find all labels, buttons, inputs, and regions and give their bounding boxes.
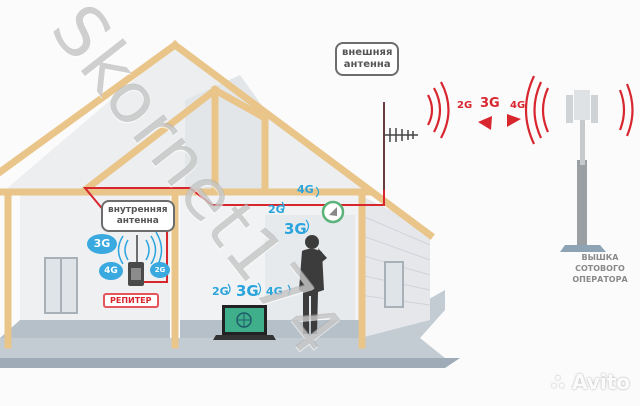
external-antenna-callout: внешняя антенна xyxy=(335,42,400,76)
cloud-3g: 3G xyxy=(87,234,117,254)
phone-signal-2g: 2G xyxy=(268,203,285,216)
yagi-antenna xyxy=(383,102,418,190)
roof-frame xyxy=(0,40,435,349)
laptop xyxy=(213,305,276,340)
internal-antenna-callout: внутренняя антенна xyxy=(101,200,175,232)
avito-logo: ∴ Avito xyxy=(551,370,630,394)
outdoor-signal-4g: 4G xyxy=(510,100,526,111)
outdoor-waves xyxy=(427,75,634,145)
internal-antenna-label-line1: внутренняя xyxy=(108,205,168,215)
tower-caption: ВЫШКА СОТОВОГО ОПЕРАТОРА xyxy=(572,253,628,284)
external-antenna-label-line1: внешняя xyxy=(342,47,393,58)
person-silhouette xyxy=(299,235,327,334)
avito-dots-icon: ∴ xyxy=(551,370,566,394)
side-window xyxy=(384,261,404,308)
outdoor-signal-3g: 3G xyxy=(480,96,500,111)
cell-tower xyxy=(560,90,606,252)
outdoor-signal-2g: 2G xyxy=(457,100,473,111)
laptop-signal-3g: 3G xyxy=(236,282,259,300)
internal-antenna-label-line2: антенна xyxy=(116,216,159,226)
laptop-signal-2g: 2G xyxy=(212,285,229,298)
external-antenna-label-line2: антенна xyxy=(343,59,391,70)
phone-signal-3g: 3G xyxy=(284,220,307,238)
cloud-4g: 4G xyxy=(99,262,123,280)
arrow-left-icon xyxy=(478,116,492,130)
floor-left-room xyxy=(0,320,170,338)
cloud-2g: 2G xyxy=(150,262,170,278)
repeater-label: РЕПИТЕР xyxy=(103,293,159,308)
floor-edge xyxy=(0,358,460,368)
laptop-signal-4g: 4G xyxy=(266,285,283,298)
arrow-right-icon xyxy=(507,114,521,127)
repeater-device xyxy=(128,235,144,286)
phone-signal-4g: 4G xyxy=(297,183,314,196)
